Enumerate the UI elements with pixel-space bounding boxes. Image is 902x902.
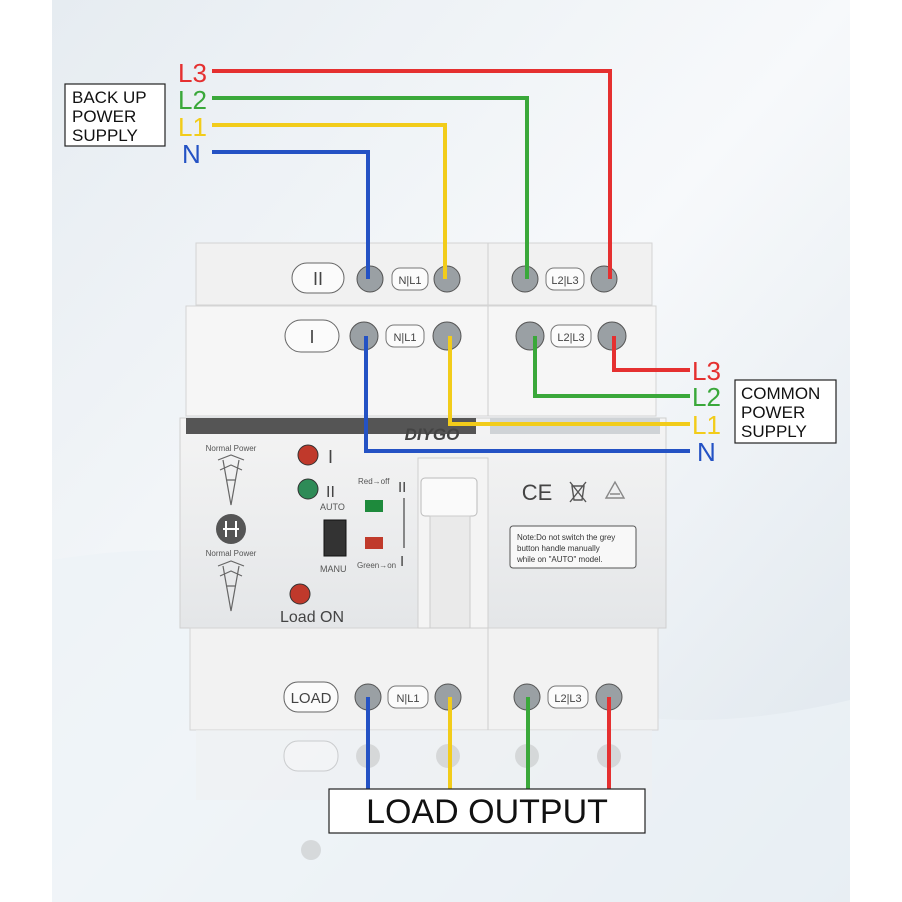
note-line-3: while on "AUTO" model. bbox=[516, 555, 603, 564]
svg-text:I: I bbox=[328, 447, 333, 467]
load-wires bbox=[366, 697, 611, 792]
ce-mark: CE bbox=[522, 480, 553, 505]
svg-text:SUPPLY: SUPPLY bbox=[741, 422, 807, 441]
note-line-1: Note:Do not switch the grey bbox=[517, 533, 615, 542]
backup-l3-label: L3 bbox=[178, 58, 207, 88]
common-wires bbox=[364, 336, 690, 453]
terminal-row-one: I N|L1 L2|L3 bbox=[284, 319, 627, 353]
svg-text:AUTO: AUTO bbox=[320, 502, 345, 512]
svg-text:II: II bbox=[326, 484, 335, 501]
front-panel: Normal Power Normal Power I II AUTO MANU… bbox=[206, 444, 489, 629]
load-output-label: LOAD OUTPUT bbox=[366, 793, 608, 831]
common-n-label: N bbox=[697, 437, 716, 467]
svg-text:BACK UP: BACK UP bbox=[72, 88, 147, 107]
normal-power-bottom: Normal Power bbox=[206, 549, 257, 558]
brand-logo: DIYGO bbox=[405, 425, 460, 444]
screw-icon bbox=[515, 321, 545, 351]
red-status-window bbox=[365, 537, 383, 549]
power-tower-icon bbox=[217, 454, 245, 506]
svg-text:SUPPLY: SUPPLY bbox=[72, 126, 138, 145]
svg-text:II: II bbox=[398, 479, 406, 496]
common-supply-box: COMMON POWER SUPPLY bbox=[734, 379, 837, 444]
auto-manu-switch bbox=[323, 519, 347, 557]
screw-icon bbox=[432, 321, 462, 351]
certification-panel: CE Note:Do not switch the grey button ha… bbox=[509, 480, 637, 569]
backup-l1-label: L1 bbox=[178, 112, 207, 142]
common-l1-label: L1 bbox=[692, 410, 721, 440]
indicator-green-icon bbox=[297, 478, 319, 500]
common-l2-label: L2 bbox=[692, 382, 721, 412]
svg-text:L2|L3: L2|L3 bbox=[557, 332, 584, 344]
svg-text:N|L1: N|L1 bbox=[396, 693, 419, 705]
common-l3-label: L3 bbox=[692, 356, 721, 386]
load-on-label: Load ON bbox=[280, 609, 344, 626]
svg-text:POWER: POWER bbox=[741, 403, 805, 422]
load-terminal-label: LOAD bbox=[291, 690, 332, 707]
weee-bin-icon bbox=[569, 481, 587, 503]
load-on-indicator-icon bbox=[289, 583, 311, 605]
recycle-icon bbox=[604, 480, 626, 499]
switch-one-label: I bbox=[309, 327, 314, 347]
svg-text:Green→on: Green→on bbox=[357, 561, 396, 570]
svg-text:I: I bbox=[400, 553, 404, 570]
backup-line-labels: L3 L2 L1 N bbox=[178, 58, 207, 169]
svg-text:POWER: POWER bbox=[72, 107, 136, 126]
note-line-2: button handle manually bbox=[517, 544, 600, 553]
terminal-row-load: LOAD N|L1 L2|L3 bbox=[283, 681, 623, 713]
normal-power-top: Normal Power bbox=[206, 444, 257, 453]
svg-text:N|L1: N|L1 bbox=[393, 332, 416, 344]
svg-text:COMMON: COMMON bbox=[741, 384, 820, 403]
backup-wires bbox=[212, 69, 612, 279]
backup-n-label: N bbox=[182, 139, 201, 169]
svg-text:Red→off: Red→off bbox=[358, 477, 390, 486]
switch-two-badge bbox=[291, 262, 345, 294]
svg-text:MANU: MANU bbox=[320, 564, 347, 574]
l2-l3-label: L2|L3 bbox=[551, 275, 578, 287]
n-l1-label: N|L1 bbox=[398, 275, 421, 287]
switch-handle bbox=[420, 477, 478, 517]
screw-icon bbox=[590, 265, 618, 293]
reflection bbox=[283, 740, 621, 860]
indicator-red-icon bbox=[297, 444, 319, 466]
power-tower-icon bbox=[217, 560, 245, 612]
green-status-window bbox=[365, 500, 383, 512]
common-line-labels: L3 L2 L1 N bbox=[692, 356, 721, 467]
backup-l2-label: L2 bbox=[178, 85, 207, 115]
load-output-box: LOAD OUTPUT bbox=[328, 788, 646, 834]
backup-supply-box: BACK UP POWER SUPPLY bbox=[64, 83, 166, 147]
switch-two-label: II bbox=[313, 269, 323, 289]
svg-text:L2|L3: L2|L3 bbox=[554, 693, 581, 705]
